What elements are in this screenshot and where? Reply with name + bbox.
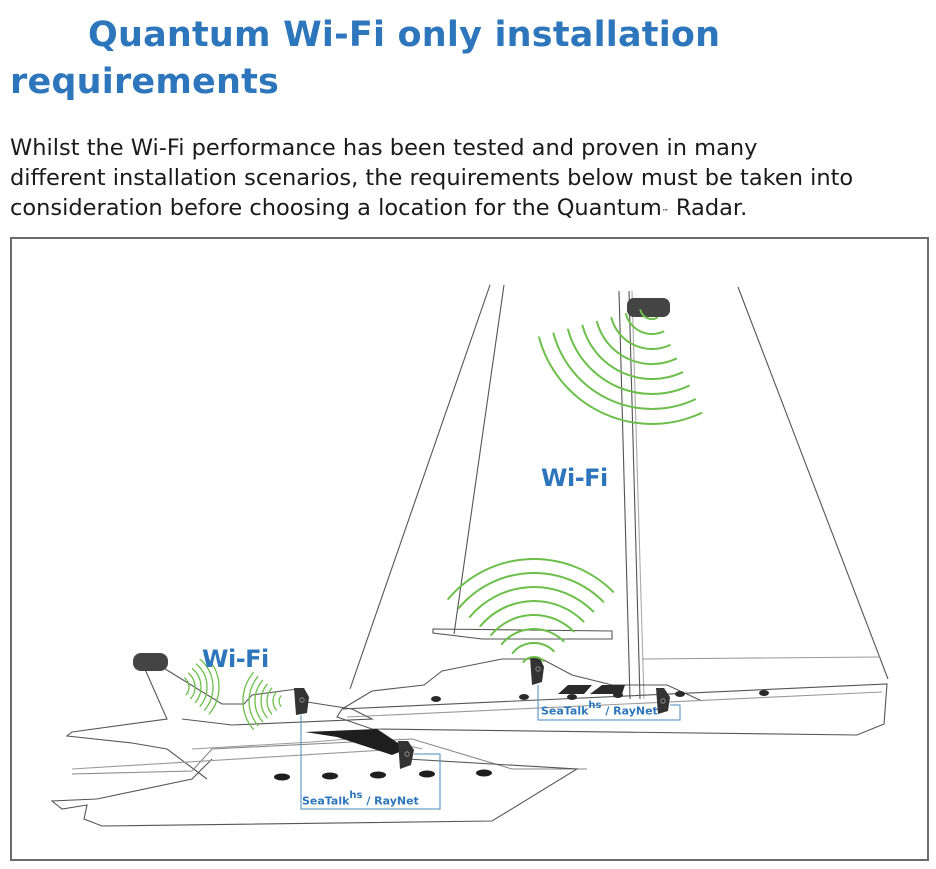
wifi-wave-arc [538,336,703,425]
wifi-wave-arc [260,683,268,719]
wifi-wave-arc [187,672,196,700]
wifi-wave-arc [272,691,277,711]
intro-line-3b: Radar. [668,195,748,221]
wifi-wave-arc [203,654,220,715]
sailboat-mast-highlight [631,290,645,700]
sailboat-portholes [431,685,769,702]
wifi-wave-arc [199,658,214,711]
page-title: Quantum Wi-Fi only installation requirem… [10,12,720,106]
wifi-wave-icon [447,558,615,663]
wifi-wave-arc [248,675,259,727]
wifi-wave-arc [191,667,202,704]
motorboat-windshield [305,729,407,755]
motorboat-flybridge [181,701,375,726]
wifi-wave-arc [254,679,264,723]
sailboat-cabin-front [341,670,443,710]
motorboat-outline [50,666,587,827]
network-label-sup: hs [588,700,602,711]
sailboat-mast-left [618,290,631,700]
wifi-wave-arc [490,613,575,636]
motorboat-network-label: SeaTalkhs / RayNet [302,790,419,808]
wifi-wave-arc [457,572,605,609]
wifi-wave-arc [610,316,671,350]
wifi-wave-arc [479,600,585,627]
sailboat-network-line [537,685,681,721]
wifi-wave-arc [242,672,254,730]
wifi-wave-arc [468,586,595,618]
network-label-base: SeaTalk [302,794,350,808]
intro-paragraph: Whilst the Wi-Fi performance has been te… [10,133,930,223]
boats-drawing [50,284,889,827]
trademark-symbol: ™ [661,208,669,216]
display-unit-icon [530,657,544,685]
sailboat-hull-line [346,691,883,718]
wifi-wave-arc [552,332,697,410]
motorboat-wifi-label: Wi-Fi [202,645,269,673]
motorboat-details [274,729,492,781]
intro-line-1: Whilst the Wi-Fi performance has been te… [10,135,758,161]
wifi-wave-arc [522,656,545,663]
motorboat-hull [50,758,579,827]
motorboat-deck-line [71,738,587,775]
sailboat-jib-boom [432,628,613,640]
network-label-rest: / RayNet [601,704,658,718]
motorboat-bow-cabin [96,758,213,800]
radar-dome-icon [627,298,670,317]
title-line-2: requirements [10,62,280,102]
wifi-wave-icon [184,654,282,730]
network-label-base: SeaTalk [541,704,589,718]
wifi-wave-arc [639,309,659,321]
sailboat-cabin-top [441,658,703,702]
motorboat-network-line [300,715,441,810]
wifi-wave-arc [447,558,615,600]
sailboat-boom [641,656,881,660]
motorboat-arch [65,666,208,780]
sailboat-network-label: SeaTalkhs / RayNet [541,700,658,718]
network-label-sup: hs [349,790,363,801]
wifi-wave-arc [184,677,190,696]
wifi-wave-arc [595,320,678,366]
sailboat-wifi-label: Wi-Fi [541,464,608,492]
sailboat-jib-edge [453,284,505,635]
installation-illustration: Wi-Fi Wi-Fi SeaTalkhs / RayNet SeaTalkhs… [10,237,929,861]
display-unit-icon [656,688,670,714]
wifi-wave-arc [500,627,565,645]
wifi-wave-icon [538,309,703,425]
display-unit-icon [398,741,414,769]
motorboat-rail [71,748,403,770]
intro-line-3a: consideration before choosing a location… [10,195,662,221]
title-line-1: Quantum Wi-Fi only installation [88,15,721,55]
intro-line-2: different installation scenarios, the re… [10,165,854,191]
wifi-wave-arc [511,642,555,654]
motorboat-radar-arm [161,666,298,705]
sailboat-hull [336,683,888,736]
wifi-wave-arc [581,324,684,380]
wifi-wave-arc [278,695,282,707]
display-unit-icon [294,688,309,715]
wifi-wave-arc [266,687,273,715]
wifi-wave-arc [567,328,690,395]
sailboat-backstay [737,286,889,680]
wifi-wave-arc [195,663,208,707]
sailboat-outline [336,284,889,736]
radar-dome-icon [133,653,168,671]
wifi-wave-arc [624,313,665,336]
sailboat-forestay [349,284,491,690]
network-label-rest: / RayNet [362,794,419,808]
